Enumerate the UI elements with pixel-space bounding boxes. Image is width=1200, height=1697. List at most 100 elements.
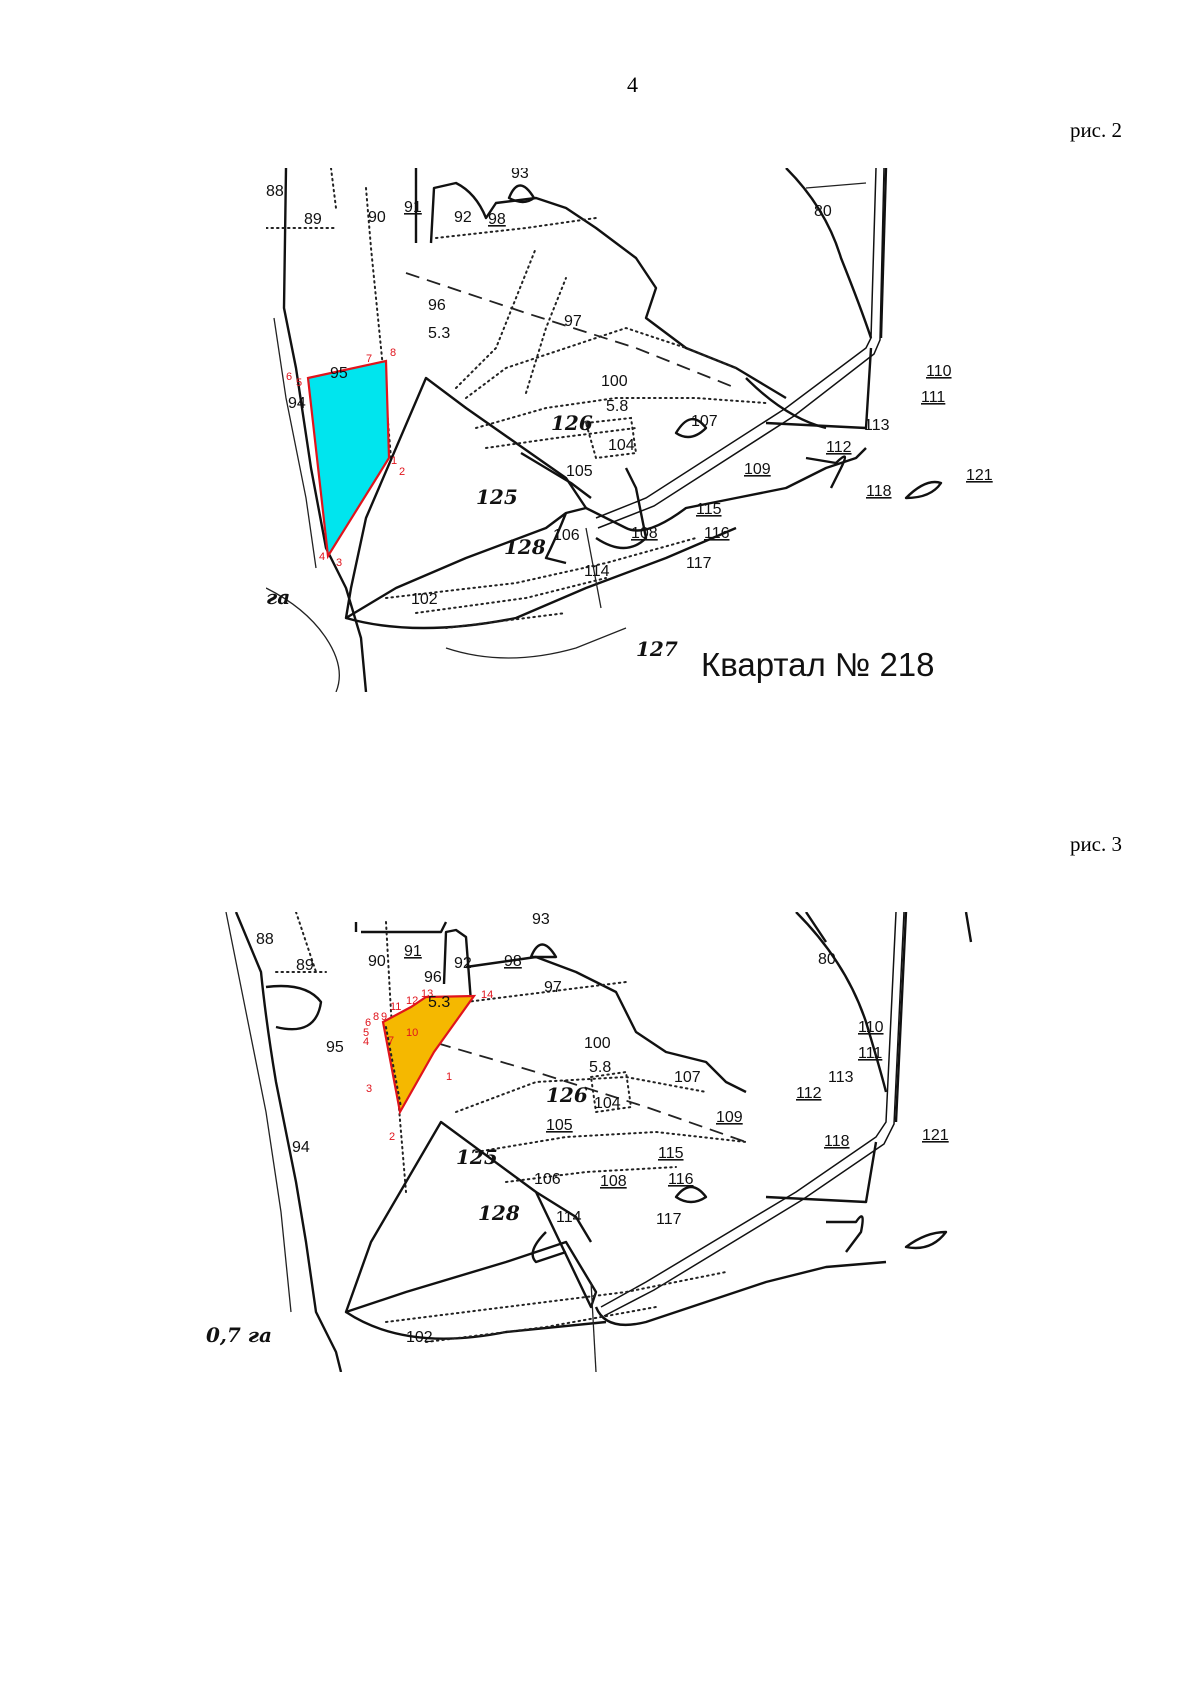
plot-label: 108 xyxy=(600,1173,627,1190)
point-label: 9 xyxy=(381,1011,387,1023)
dotted-line xyxy=(589,1070,633,1114)
plot-boundary xyxy=(826,1215,864,1253)
plot-label: 118 xyxy=(824,1133,850,1150)
plot-label: 91 xyxy=(404,943,422,960)
figure-2-map-svg: 1 2 3 4 5 6 7 8 80 89 90 91 92 93 94 95 … xyxy=(266,168,993,692)
plot-boundary xyxy=(414,168,787,400)
plot-label: 107 xyxy=(691,413,718,430)
point-label: 8 xyxy=(373,1011,379,1023)
plot-label: 94 xyxy=(292,1139,310,1156)
plot-label: 108 xyxy=(631,525,658,542)
plot-boundary xyxy=(345,526,737,630)
plot-label: 98 xyxy=(504,953,522,970)
plot-boundary xyxy=(594,1260,887,1327)
handwritten-label: 128 xyxy=(478,1201,520,1225)
plot-label: 111 xyxy=(921,389,945,406)
point-label: 1 xyxy=(446,1071,452,1083)
handwritten-label: 128 xyxy=(504,535,546,559)
point-label: 6 xyxy=(365,1017,371,1029)
plot-label: 112 xyxy=(796,1085,822,1102)
plot-boundary xyxy=(344,1120,598,1314)
dotted-line xyxy=(385,1026,402,1108)
plot-label: 97 xyxy=(564,313,582,330)
plot-boundary xyxy=(535,1190,593,1243)
dotted-line xyxy=(455,1075,747,1183)
plot-label: 88 xyxy=(266,183,284,200)
boundary-line xyxy=(282,168,368,692)
plot-boundary xyxy=(529,943,558,959)
road-line xyxy=(597,168,885,529)
highlighted-parcel xyxy=(306,359,391,560)
handwritten-label: 0,7 га xyxy=(206,1323,272,1347)
plot-boundary xyxy=(904,480,943,500)
plot-label: 100 xyxy=(601,373,628,390)
road-line xyxy=(603,912,905,1317)
point-label: 7 xyxy=(366,353,372,365)
plot-boundary xyxy=(805,182,867,189)
plot-label: 96 xyxy=(424,969,442,986)
boundary-line xyxy=(273,317,317,569)
plot-label: 93 xyxy=(511,168,529,182)
plot-label: 93 xyxy=(532,912,550,928)
plot-boundary xyxy=(765,1141,878,1204)
boundary-line xyxy=(234,912,343,1372)
plot-boundary xyxy=(765,347,873,430)
plot-boundary xyxy=(795,912,888,1093)
plot-label: 5.3 xyxy=(428,994,450,1011)
plot-boundary xyxy=(585,527,602,609)
plot-boundary xyxy=(507,184,536,204)
plot-label: 5.8 xyxy=(589,1059,611,1076)
plot-label: 100 xyxy=(584,1035,611,1052)
plot-label: 111 xyxy=(858,1045,882,1062)
point-label: 1 xyxy=(391,455,397,467)
plot-label: 116 xyxy=(668,1171,694,1188)
point-label: 2 xyxy=(399,466,405,478)
plot-label: 89 xyxy=(296,957,314,974)
plot-label: 113 xyxy=(828,1069,854,1086)
plot-boundary xyxy=(344,376,588,620)
plot-boundary xyxy=(674,1185,708,1204)
plot-label: 5.8 xyxy=(606,398,628,415)
plot-label: 102 xyxy=(411,591,438,608)
plot-label: 5.3 xyxy=(428,325,450,342)
plot-boundary xyxy=(879,168,888,339)
plot-label: 105 xyxy=(546,1117,573,1134)
plot-label: 98 xyxy=(488,211,506,228)
plot-boundary xyxy=(585,447,867,532)
page-number: 4 xyxy=(627,72,638,97)
plot-boundary xyxy=(520,451,592,499)
handwritten-label: га xyxy=(266,585,290,609)
plot-label: 105 xyxy=(566,463,593,480)
plot-boundary xyxy=(544,512,568,565)
point-label: 6 xyxy=(286,371,292,383)
dashed-line xyxy=(405,272,737,389)
plot-label: 90 xyxy=(368,209,386,226)
point-label: 8 xyxy=(390,347,396,359)
plot-label: 94 xyxy=(288,395,306,412)
point-label: 2 xyxy=(389,1131,395,1143)
plot-label: 121 xyxy=(922,1127,949,1144)
plot-label: 96 xyxy=(428,297,446,314)
point-label: 4 xyxy=(363,1036,369,1048)
figure-3-map: 1 2 3 4 5 6 7 8 9 10 11 12 13 14 80 88 8… xyxy=(206,912,1044,1372)
map-title: Квартал № 218 xyxy=(701,646,935,683)
point-label: 5 xyxy=(363,1027,369,1039)
dotted-line xyxy=(266,217,597,239)
plot-label: 106 xyxy=(534,1171,561,1188)
plot-label: 114 xyxy=(556,1209,582,1226)
figure-2-caption: рис. 2 xyxy=(1069,118,1122,142)
point-label: 10 xyxy=(406,1027,418,1039)
plot-label: 90 xyxy=(368,953,386,970)
point-label: 3 xyxy=(336,557,342,569)
plot-label: 92 xyxy=(454,209,472,226)
plot-label: 80 xyxy=(814,203,832,220)
plot-boundary xyxy=(595,467,648,550)
plot-label: 88 xyxy=(256,931,274,948)
figure-3-caption: рис. 3 xyxy=(1069,832,1122,856)
plot-label: 92 xyxy=(454,955,472,972)
dashed-line xyxy=(415,1036,747,1143)
plot-label: 95 xyxy=(326,1039,344,1056)
plot-boundary xyxy=(531,1231,567,1264)
plot-label: 109 xyxy=(744,461,771,478)
plot-label: 110 xyxy=(858,1019,884,1036)
